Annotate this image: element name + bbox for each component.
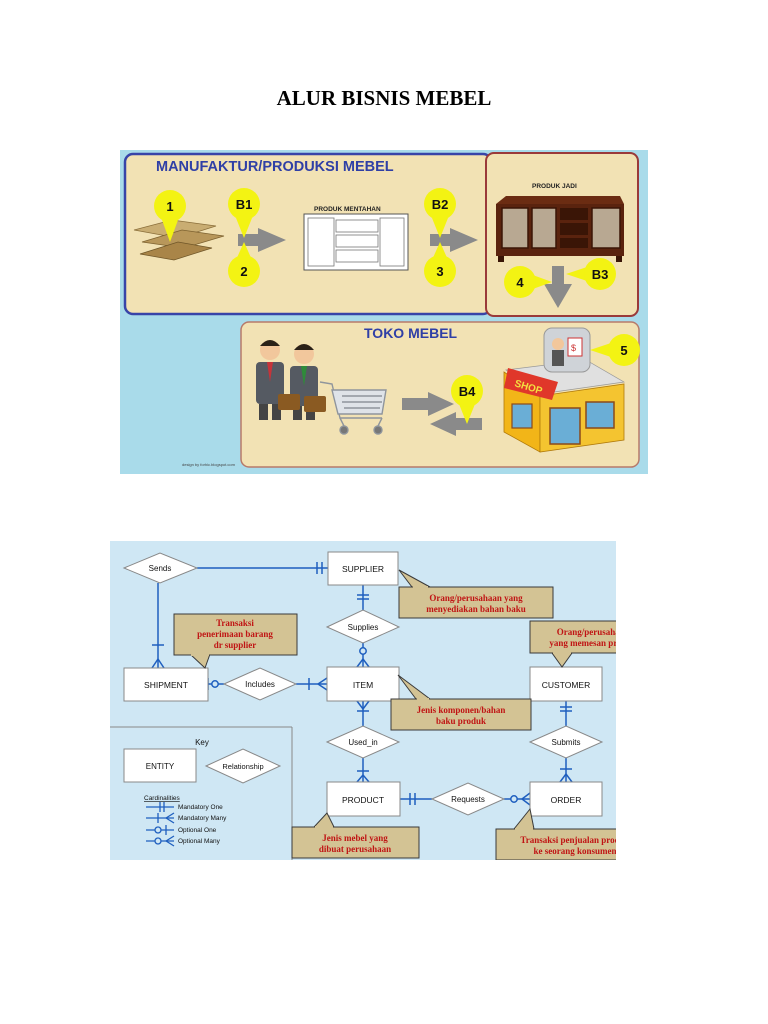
svg-text:SHIPMENT: SHIPMENT <box>144 680 188 690</box>
svg-text:Sends: Sends <box>149 564 172 573</box>
note-shipment: Transaksi penerimaan barang dr supplier <box>173 613 298 669</box>
key-title: Key <box>195 738 209 747</box>
svg-text:SUPPLIER: SUPPLIER <box>342 564 384 574</box>
arrow-right-1 <box>238 228 286 252</box>
svg-text:B3: B3 <box>592 267 609 282</box>
svg-text:menyediakan bahan baku: menyediakan bahan baku <box>426 604 526 614</box>
svg-text:ke seorang konsumen: ke seorang konsumen <box>533 846 616 856</box>
svg-text:B4: B4 <box>459 384 476 399</box>
raw-cabinet-icon <box>303 213 409 271</box>
svg-text:Supplies: Supplies <box>348 623 379 632</box>
relationship-used-in: Used_in <box>325 725 401 759</box>
cardinality-mandatory-many: Mandatory Many <box>178 815 227 822</box>
wood-planks-icon <box>133 219 225 261</box>
marker-b2: B2 <box>424 188 456 238</box>
marker-b4: B4 <box>451 375 483 424</box>
key-entity-label: ENTITY <box>146 762 175 771</box>
key-relationship-label: Relationship <box>222 762 263 771</box>
marker-b3: B3 <box>566 258 616 290</box>
entity-order: ORDER <box>529 781 603 817</box>
svg-text:Includes: Includes <box>245 680 275 689</box>
svg-text:Requests: Requests <box>451 795 485 804</box>
entity-shipment: SHIPMENT <box>123 667 209 702</box>
cardinality-optional-many: Optional Many <box>178 838 221 845</box>
svg-text:B1: B1 <box>236 197 253 212</box>
svg-text:CUSTOMER: CUSTOMER <box>542 680 591 690</box>
relationship-includes: Includes <box>222 667 298 701</box>
svg-text:2: 2 <box>240 264 247 279</box>
svg-text:Jenis komponen/bahan: Jenis komponen/bahan <box>417 705 506 715</box>
arrow-right-2 <box>430 228 478 252</box>
entity-item: ITEM <box>326 666 400 702</box>
marker-3: 3 <box>424 242 456 287</box>
er-connectors <box>157 567 567 800</box>
cardinalities-title: Cardinalities <box>144 795 181 802</box>
relationship-requests: Requests <box>430 782 506 816</box>
arrow-down <box>544 266 572 308</box>
svg-text:penerimaan barang: penerimaan barang <box>197 629 273 639</box>
svg-text:Transaksi: Transaksi <box>216 618 254 628</box>
svg-text:4: 4 <box>516 275 524 290</box>
key-entity-box <box>123 748 197 783</box>
svg-text:Orang/perusahaan: Orang/perusahaan <box>557 627 616 637</box>
payment-icon: $ <box>543 327 591 373</box>
business-flow-illustration: MANUFAKTUR/PRODUKSI MEBEL PRODUK JADI TO… <box>120 150 648 474</box>
svg-text:Jenis mebel yang: Jenis mebel yang <box>322 833 388 843</box>
finished-product-label: PRODUK JADI <box>532 183 577 190</box>
er-diagram: SUPPLIER SHIPMENT ITEM CUSTOMER PRODUCT … <box>110 541 616 860</box>
svg-text:5: 5 <box>620 343 627 358</box>
raw-product-label: PRODUK MENTAHAN <box>314 206 381 213</box>
businessmen-icon <box>256 340 326 420</box>
svg-text:Transaksi penjualan produk: Transaksi penjualan produk <box>520 835 616 845</box>
marker-4: 4 <box>504 266 552 298</box>
svg-text:ORDER: ORDER <box>551 795 582 805</box>
store-title: TOKO MEBEL <box>364 325 458 341</box>
shop-building-icon: SHOP <box>503 359 626 453</box>
svg-text:baku produk: baku produk <box>436 716 486 726</box>
note-item: Jenis komponen/bahan baku produk <box>390 674 532 731</box>
relationship-supplies: Supplies <box>325 609 401 644</box>
svg-text:ITEM: ITEM <box>353 680 373 690</box>
entity-supplier: SUPPLIER <box>327 551 399 586</box>
shopping-cart-icon <box>319 381 387 435</box>
arrow-right-3 <box>402 392 454 416</box>
manufacture-title: MANUFAKTUR/PRODUKSI MEBEL <box>156 159 394 175</box>
svg-text:PRODUCT: PRODUCT <box>342 795 384 805</box>
page-title: ALUR BISNIS MEBEL <box>276 86 492 110</box>
note-customer: Orang/perusahaan yang memesan produk <box>529 620 616 668</box>
note-order: Transaksi penjualan produk ke seorang ko… <box>495 807 616 860</box>
marker-5: 5 <box>590 334 640 366</box>
note-supplier: Orang/perusahaan yang menyediakan bahan … <box>398 569 554 619</box>
svg-text:$: $ <box>571 343 576 353</box>
svg-text:dibuat perusahaan: dibuat perusahaan <box>319 844 391 854</box>
design-credit: design by forhic.blogspot.com <box>182 462 236 467</box>
svg-text:1: 1 <box>166 199 173 214</box>
svg-text:Submits: Submits <box>552 738 581 747</box>
entity-product: PRODUCT <box>326 781 401 817</box>
svg-text:Orang/perusahaan yang: Orang/perusahaan yang <box>429 593 523 603</box>
svg-text:yang memesan produk: yang memesan produk <box>549 638 616 648</box>
svg-text:Used_in: Used_in <box>348 738 377 747</box>
entity-customer: CUSTOMER <box>529 666 603 702</box>
finished-cabinet-icon <box>496 196 624 262</box>
key-relationship-diamond <box>204 748 282 784</box>
marker-1: 1 <box>154 190 186 242</box>
relationship-submits: Submits <box>528 725 604 759</box>
marker-b1: B1 <box>228 188 260 238</box>
marker-2: 2 <box>228 242 260 287</box>
cardinality-optional-one: Optional One <box>178 827 217 834</box>
relationship-sends: Sends <box>122 552 199 584</box>
svg-text:dr supplier: dr supplier <box>214 640 257 650</box>
svg-text:B2: B2 <box>432 197 449 212</box>
svg-text:3: 3 <box>436 264 443 279</box>
note-product: Jenis mebel yang dibuat perusahaan <box>291 812 420 859</box>
cardinality-mandatory-one: Mandatory One <box>178 804 223 811</box>
